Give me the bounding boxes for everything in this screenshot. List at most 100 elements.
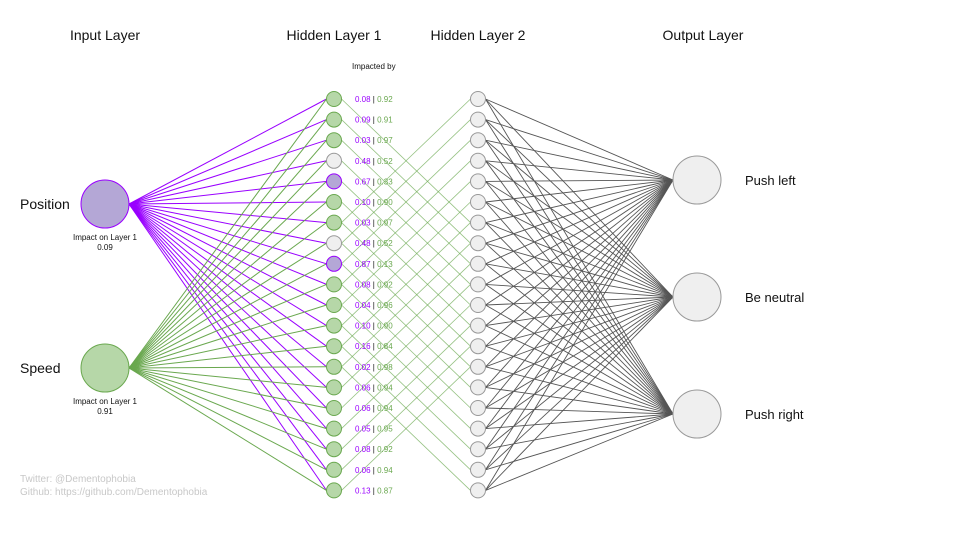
edge-input-0-h1-6 — [128, 203, 327, 224]
edge-h2-10-out-1 — [485, 296, 674, 306]
hidden1-node-4 — [326, 173, 342, 190]
hidden2-node-2 — [470, 132, 486, 149]
hidden1-impact-9: 0.08 | 0.92 — [355, 280, 393, 289]
edge-h2-0-out-0 — [485, 98, 674, 181]
edge-input-1-h1-12 — [128, 345, 327, 369]
edge-h2-5-out-0 — [485, 179, 674, 203]
edge-input-1-h1-18 — [128, 367, 327, 471]
edge-input-1-h1-14 — [128, 367, 327, 388]
edge-input-1-h1-15 — [128, 367, 327, 409]
edge-input-1-h1-3 — [128, 160, 327, 369]
edge-input-1-h1-7 — [128, 242, 327, 369]
edge-h2-2-out-2 — [485, 139, 674, 415]
edge-input-1-h1-0 — [128, 98, 327, 369]
edge-h1-11-h2-5 — [341, 201, 471, 326]
hidden2-node-19 — [470, 482, 486, 499]
hidden1-impact-4: 0.67 | 0.33 — [355, 177, 393, 186]
edge-h2-16-out-2 — [485, 413, 674, 430]
edge-h2-19-out-1 — [485, 296, 674, 491]
input-node-position — [80, 179, 130, 229]
edge-h2-11-out-0 — [485, 179, 674, 326]
hidden1-impact-15: 0.06 | 0.94 — [355, 404, 393, 413]
edge-h2-17-out-2 — [485, 413, 674, 450]
edge-h2-7-out-2 — [485, 242, 674, 415]
edge-h2-17-out-1 — [485, 296, 674, 450]
edge-h2-4-out-2 — [485, 181, 674, 415]
hidden1-impact-10: 0.04 | 0.96 — [355, 301, 393, 310]
hidden2-node-7 — [470, 235, 486, 252]
output-label-be-neutral: Be neutral — [745, 290, 804, 305]
edge-h2-0-out-1 — [485, 98, 674, 298]
edge-h2-6-out-2 — [485, 222, 674, 415]
hidden1-node-17 — [326, 441, 342, 458]
edge-h2-13-out-1 — [485, 296, 674, 368]
hidden2-node-18 — [470, 461, 486, 478]
edges-hidden2-to-output — [485, 98, 674, 491]
output-node-push-left — [672, 155, 722, 205]
edge-input-0-h1-3 — [128, 160, 327, 205]
edge-h2-12-out-2 — [485, 345, 674, 415]
output-node-be-neutral — [672, 272, 722, 322]
hidden1-node-19 — [326, 482, 342, 499]
edge-h1-16-h2-10 — [341, 304, 471, 429]
edge-h2-12-out-0 — [485, 179, 674, 347]
edge-h1-12-h2-6 — [341, 222, 471, 347]
edge-h2-8-out-1 — [485, 263, 674, 298]
edge-h1-18-h2-12 — [341, 345, 471, 471]
edge-input-0-h1-1 — [128, 119, 327, 205]
hidden2-nodes — [470, 91, 486, 499]
edge-h2-17-out-0 — [485, 179, 674, 450]
hidden1-impact-7: 0.48 | 0.52 — [355, 239, 393, 248]
edge-input-1-h1-17 — [128, 367, 327, 450]
github-credit: Github: https://github.com/Dementophobia — [20, 487, 208, 498]
edge-h2-6-out-0 — [485, 179, 674, 224]
hidden1-node-5 — [326, 194, 342, 210]
hidden1-node-18 — [326, 461, 342, 478]
edge-input-1-h1-5 — [128, 201, 327, 369]
edge-h2-8-out-0 — [485, 179, 674, 265]
hidden2-node-8 — [470, 255, 486, 272]
edge-h2-15-out-1 — [485, 296, 674, 409]
edge-h2-3-out-0 — [485, 160, 674, 181]
input-layer-title: Input Layer — [70, 27, 140, 43]
edge-input-1-h1-19 — [128, 367, 327, 491]
hidden1-node-13 — [326, 358, 342, 375]
edge-h2-14-out-0 — [485, 179, 674, 388]
edge-h2-3-out-1 — [485, 160, 674, 298]
edge-h2-7-out-0 — [485, 179, 674, 244]
hidden1-node-9 — [326, 276, 342, 293]
hidden1-node-7 — [326, 235, 342, 252]
hidden2-node-12 — [470, 338, 486, 355]
hidden2-node-13 — [470, 358, 486, 375]
edge-input-1-h1-13 — [128, 366, 327, 369]
edge-h2-18-out-0 — [485, 179, 674, 471]
edge-input-1-h1-1 — [128, 119, 327, 369]
impacted-by-label: Impacted by — [352, 62, 396, 71]
twitter-credit: Twitter: @Dementophobia — [20, 474, 136, 485]
hidden-layer-1-title: Hidden Layer 1 — [287, 27, 382, 43]
edge-h1-15-h2-9 — [341, 284, 471, 409]
edge-h1-6-h2-0 — [341, 98, 471, 223]
edge-h1-10-h2-4 — [341, 181, 471, 306]
hidden2-node-9 — [470, 276, 486, 293]
edges-hidden1-to-hidden2 — [341, 98, 471, 491]
edge-h1-13-h2-7 — [341, 242, 471, 368]
edge-h2-3-out-2 — [485, 160, 674, 415]
edge-input-1-h1-16 — [128, 367, 327, 430]
hidden1-node-2 — [326, 132, 342, 149]
hidden1-nodes: 0.08 | 0.920.09 | 0.910.03 | 0.970.48 | … — [326, 91, 393, 499]
edge-h2-9-out-1 — [485, 283, 674, 298]
hidden2-node-0 — [470, 91, 486, 107]
hidden1-impact-19: 0.13 | 0.87 — [355, 486, 393, 495]
hidden1-node-0 — [326, 91, 342, 107]
edge-h2-9-out-0 — [485, 179, 674, 285]
edge-h2-13-out-0 — [485, 179, 674, 368]
edge-h2-15-out-2 — [485, 407, 674, 415]
edge-h1-9-h2-3 — [341, 160, 471, 285]
edge-h2-2-out-0 — [485, 139, 674, 181]
output-label-push-right: Push right — [745, 407, 804, 422]
edge-h2-19-out-2 — [485, 413, 674, 491]
edge-input-0-h1-0 — [128, 98, 327, 205]
hidden1-node-1 — [326, 111, 342, 128]
